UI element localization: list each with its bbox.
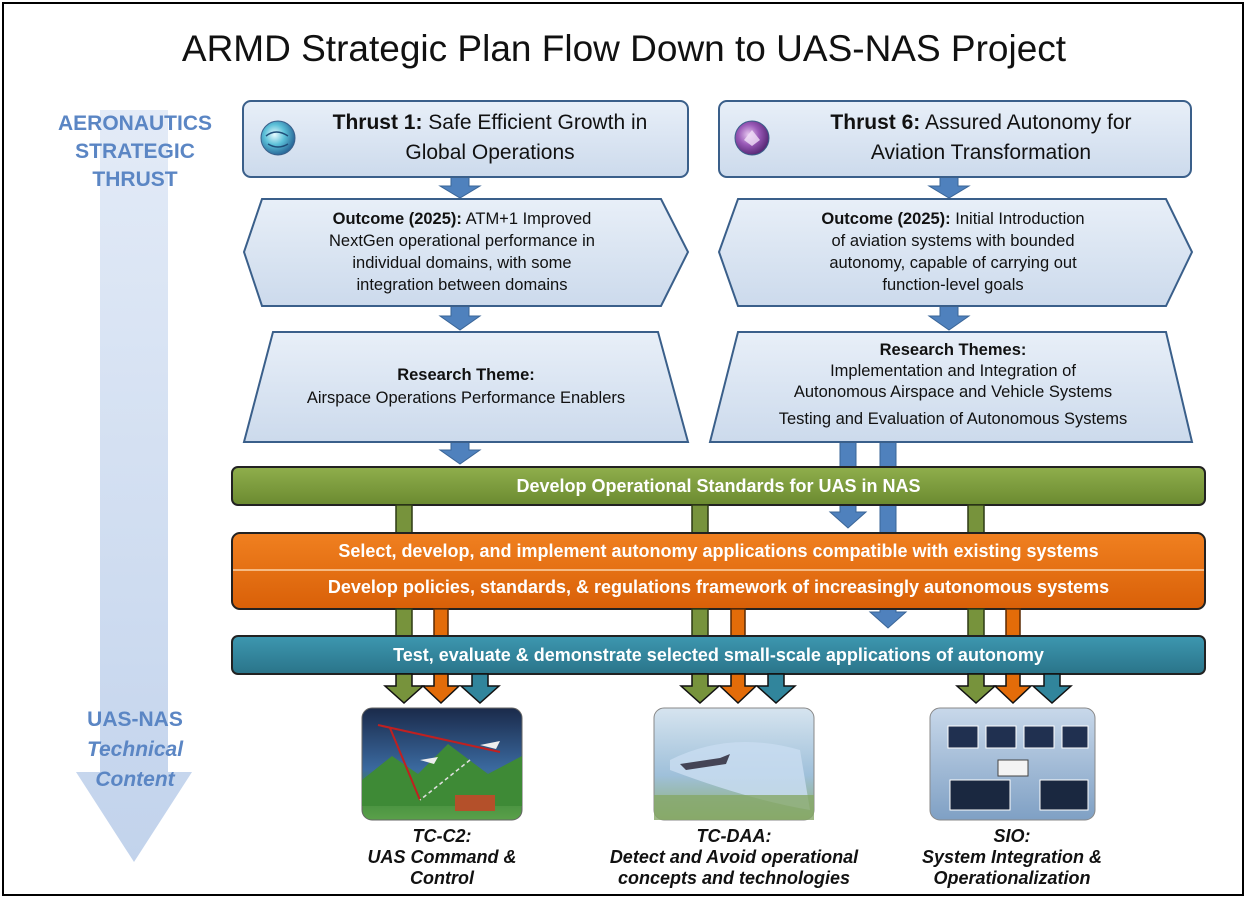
orange-band-label-2: Develop policies, standards, & regulatio… <box>327 577 1110 597</box>
thrust-1-text-b: Global Operations <box>405 141 575 164</box>
thrust-6-text: Thrust 6: Assured Autonomy for Aviation … <box>776 108 1186 168</box>
thrust-1-text-a: Safe Efficient Growth in <box>422 111 648 134</box>
output-code-tc-c2: TC-C2: <box>412 826 472 846</box>
output-line2-tc-c2: Control <box>410 868 474 888</box>
thrust-1-text: Thrust 1: Safe Efficient Growth in Globa… <box>300 108 680 168</box>
thrust-6-box <box>718 100 1192 178</box>
tc-c2-image <box>361 707 523 821</box>
output-line2-sio: Operationalization <box>933 868 1091 888</box>
output-caption-tc-c2: TC-C2: UAS Command & Control <box>322 826 562 889</box>
output-line1-tc-daa: Detect and Avoid operational <box>609 847 859 867</box>
output-arrows-1 <box>383 673 501 705</box>
left-axis-bottom-sub-1: Technical <box>86 738 184 761</box>
outcome-6-line-1: Initial Introduction <box>950 210 1085 228</box>
output-caption-tc-daa: TC-DAA: Detect and Avoid operational con… <box>584 826 884 889</box>
page-title: ARMD Strategic Plan Flow Down to UAS-NAS… <box>181 28 1067 69</box>
thrust-1-box <box>242 100 689 178</box>
green-band-label: Develop Operational Standards for UAS in… <box>516 476 921 496</box>
theme-1-box <box>242 331 690 443</box>
orange-stripes <box>433 608 1021 638</box>
sio-image <box>929 707 1096 821</box>
outcome-1-line-3: individual domains, with some <box>352 254 572 272</box>
output-line1-sio: System Integration & <box>921 847 1103 867</box>
thrust-6-text-b: Aviation Transformation <box>870 141 1092 164</box>
theme-6-line-2: Autonomous Airspace and Vehicle Systems <box>793 383 1113 401</box>
outcome-1-label: Outcome (2025): <box>332 210 462 228</box>
outcome-6-box <box>717 198 1194 307</box>
outcome-1-line-1: ATM+1 Improved <box>461 210 592 228</box>
left-axis-line-3: THRUST <box>92 168 178 191</box>
theme-6-text: Research Themes: Implementation and Inte… <box>718 340 1188 430</box>
orange-band <box>231 532 1206 610</box>
teal-band <box>231 635 1206 675</box>
outcome-6-line-4: function-level goals <box>882 276 1024 294</box>
left-axis-bottom-title: UAS-NAS <box>87 708 183 731</box>
output-line1-tc-c2: UAS Command & <box>367 847 517 867</box>
theme-6-box <box>708 331 1194 443</box>
outcome-6-line-3: autonomy, capable of carrying out <box>829 254 1077 272</box>
theme-1-body: Airspace Operations Performance Enablers <box>306 389 626 407</box>
thrust-1-label: Thrust 1: <box>332 111 423 134</box>
output-caption-sio: SIO: System Integration & Operationaliza… <box>892 826 1132 889</box>
left-axis-top: AERONAUTICS STRATEGIC THRUST <box>40 110 230 194</box>
outcome-6-line-2: of aviation systems with bounded <box>831 232 1075 250</box>
thrust-6-text-a: Assured Autonomy for <box>920 111 1132 134</box>
left-flow-arrow <box>76 110 192 862</box>
outcome-1-line-4: integration between domains <box>356 276 568 294</box>
thrust-6-label: Thrust 6: <box>830 111 921 134</box>
outcome-1-box <box>242 198 690 307</box>
theme-6-heading: Research Themes: <box>879 341 1027 359</box>
output-code-sio: SIO: <box>993 826 1031 846</box>
left-axis-bottom-sub-2: Content <box>95 768 175 791</box>
outcome-6-label: Outcome (2025): <box>821 210 951 228</box>
output-arrows-3 <box>955 673 1073 705</box>
orange-band-label-1: Select, develop, and implement autonomy … <box>338 541 1099 561</box>
green-stripes-2 <box>395 608 985 638</box>
theme-1-text: Research Theme: Airspace Operations Perf… <box>258 364 674 410</box>
output-arrows-2 <box>679 673 797 705</box>
outcome-6-text: Outcome (2025): Initial Introduction of … <box>738 208 1168 296</box>
globe-icon <box>260 120 296 156</box>
green-stripes-1 <box>395 504 985 536</box>
tc-daa-image <box>653 707 815 821</box>
left-axis-bottom: UAS-NAS Technical Content <box>40 705 230 795</box>
left-axis-line-2: STRATEGIC <box>75 140 195 163</box>
left-axis-line-1: AERONAUTICS <box>57 112 212 135</box>
outcome-1-text: Outcome (2025): ATM+1 Improved NextGen o… <box>262 208 662 296</box>
output-code-tc-daa: TC-DAA: <box>696 826 772 846</box>
output-line2-tc-daa: concepts and technologies <box>617 868 851 888</box>
outcome-1-line-2: NextGen operational performance in <box>329 232 595 250</box>
theme-6-line-1: Implementation and Integration of <box>830 362 1076 380</box>
teal-band-label: Test, evaluate & demonstrate selected sm… <box>393 645 1044 665</box>
green-band <box>231 466 1206 506</box>
theme-6-line-3: Testing and Evaluation of Autonomous Sys… <box>778 410 1128 428</box>
theme-1-heading: Research Theme: <box>397 366 535 384</box>
